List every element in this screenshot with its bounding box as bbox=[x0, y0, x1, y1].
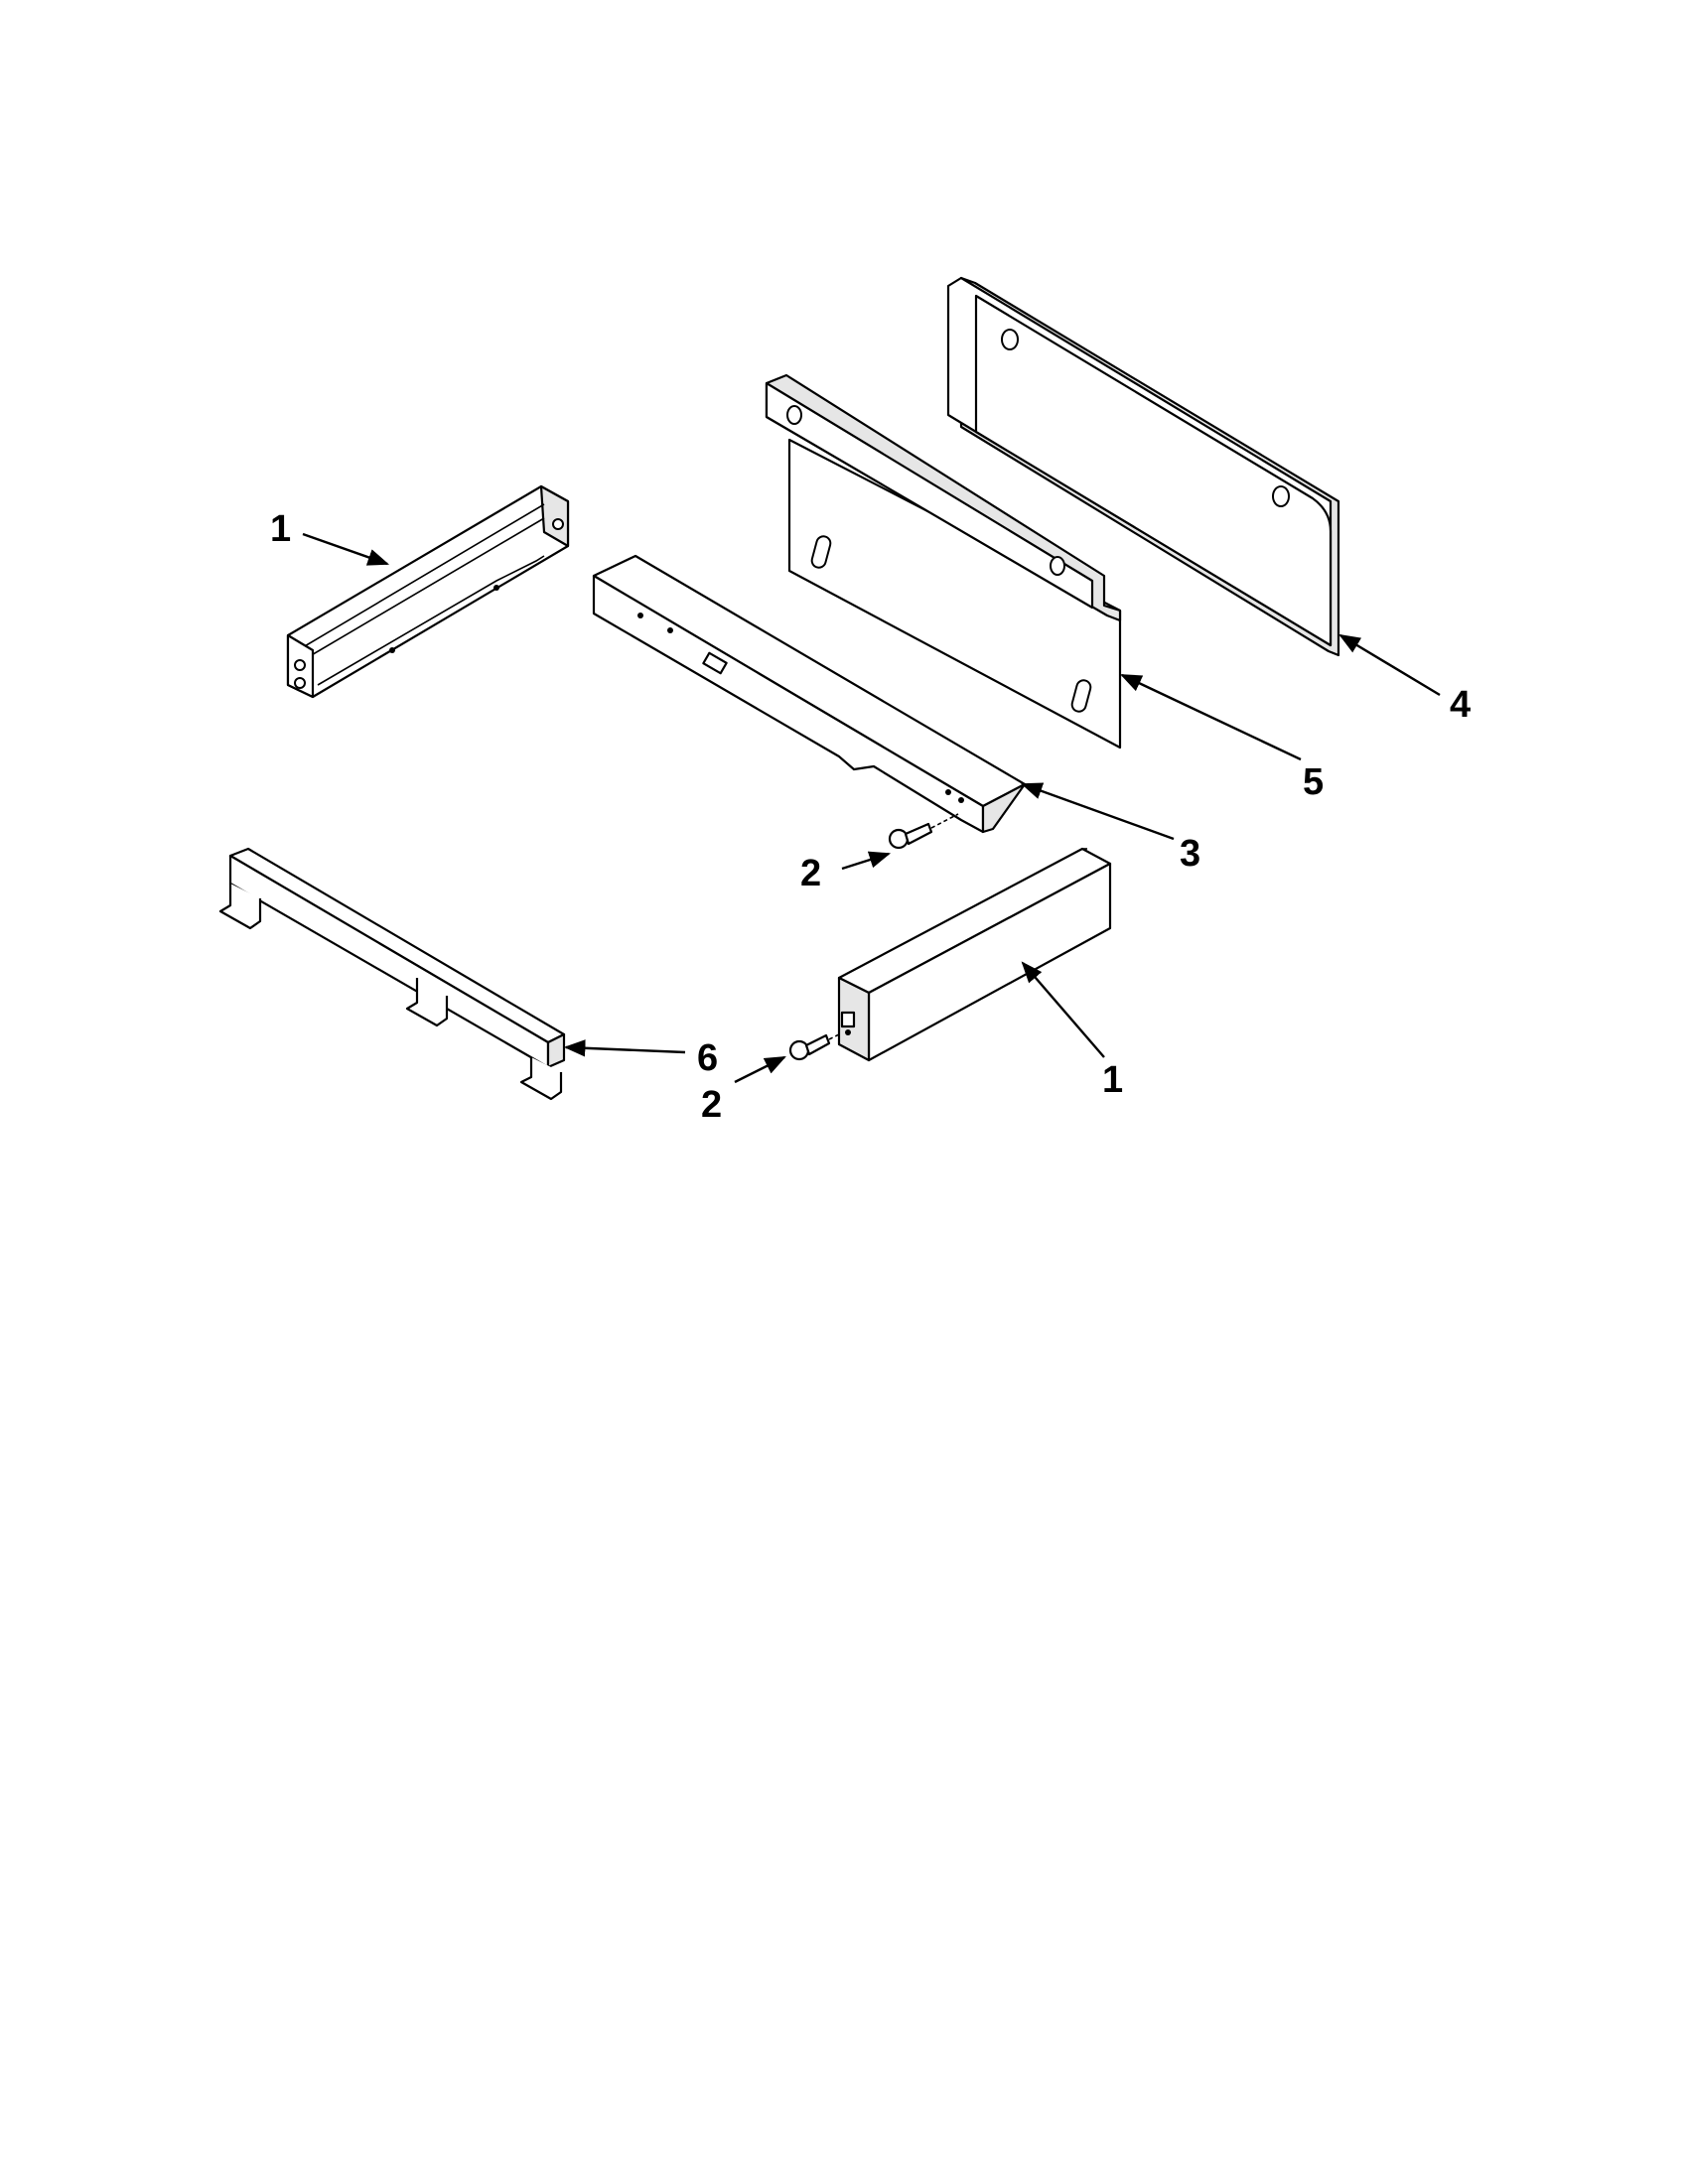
callout-screw-upper: 2 bbox=[800, 853, 821, 894]
callout-rail-left: 1 bbox=[270, 508, 291, 550]
leader-lines bbox=[302, 532, 1441, 1084]
panel-front-part bbox=[765, 373, 1122, 750]
callout-screw-lower: 2 bbox=[701, 1084, 722, 1126]
callout-bracket: 3 bbox=[1180, 833, 1200, 875]
screw-upper-part bbox=[888, 813, 959, 850]
panel-back-part bbox=[946, 276, 1340, 657]
callout-panel-front: 5 bbox=[1303, 761, 1324, 803]
rail-left-part bbox=[286, 484, 570, 699]
base-frame-part bbox=[218, 847, 566, 1101]
bracket-part bbox=[592, 554, 1027, 834]
callout-panel-back: 4 bbox=[1450, 684, 1471, 726]
rail-right-part bbox=[837, 847, 1112, 1062]
callout-base-frame: 6 bbox=[697, 1037, 718, 1079]
callout-rail-right: 1 bbox=[1102, 1059, 1123, 1101]
screw-lower-part bbox=[788, 1033, 840, 1061]
